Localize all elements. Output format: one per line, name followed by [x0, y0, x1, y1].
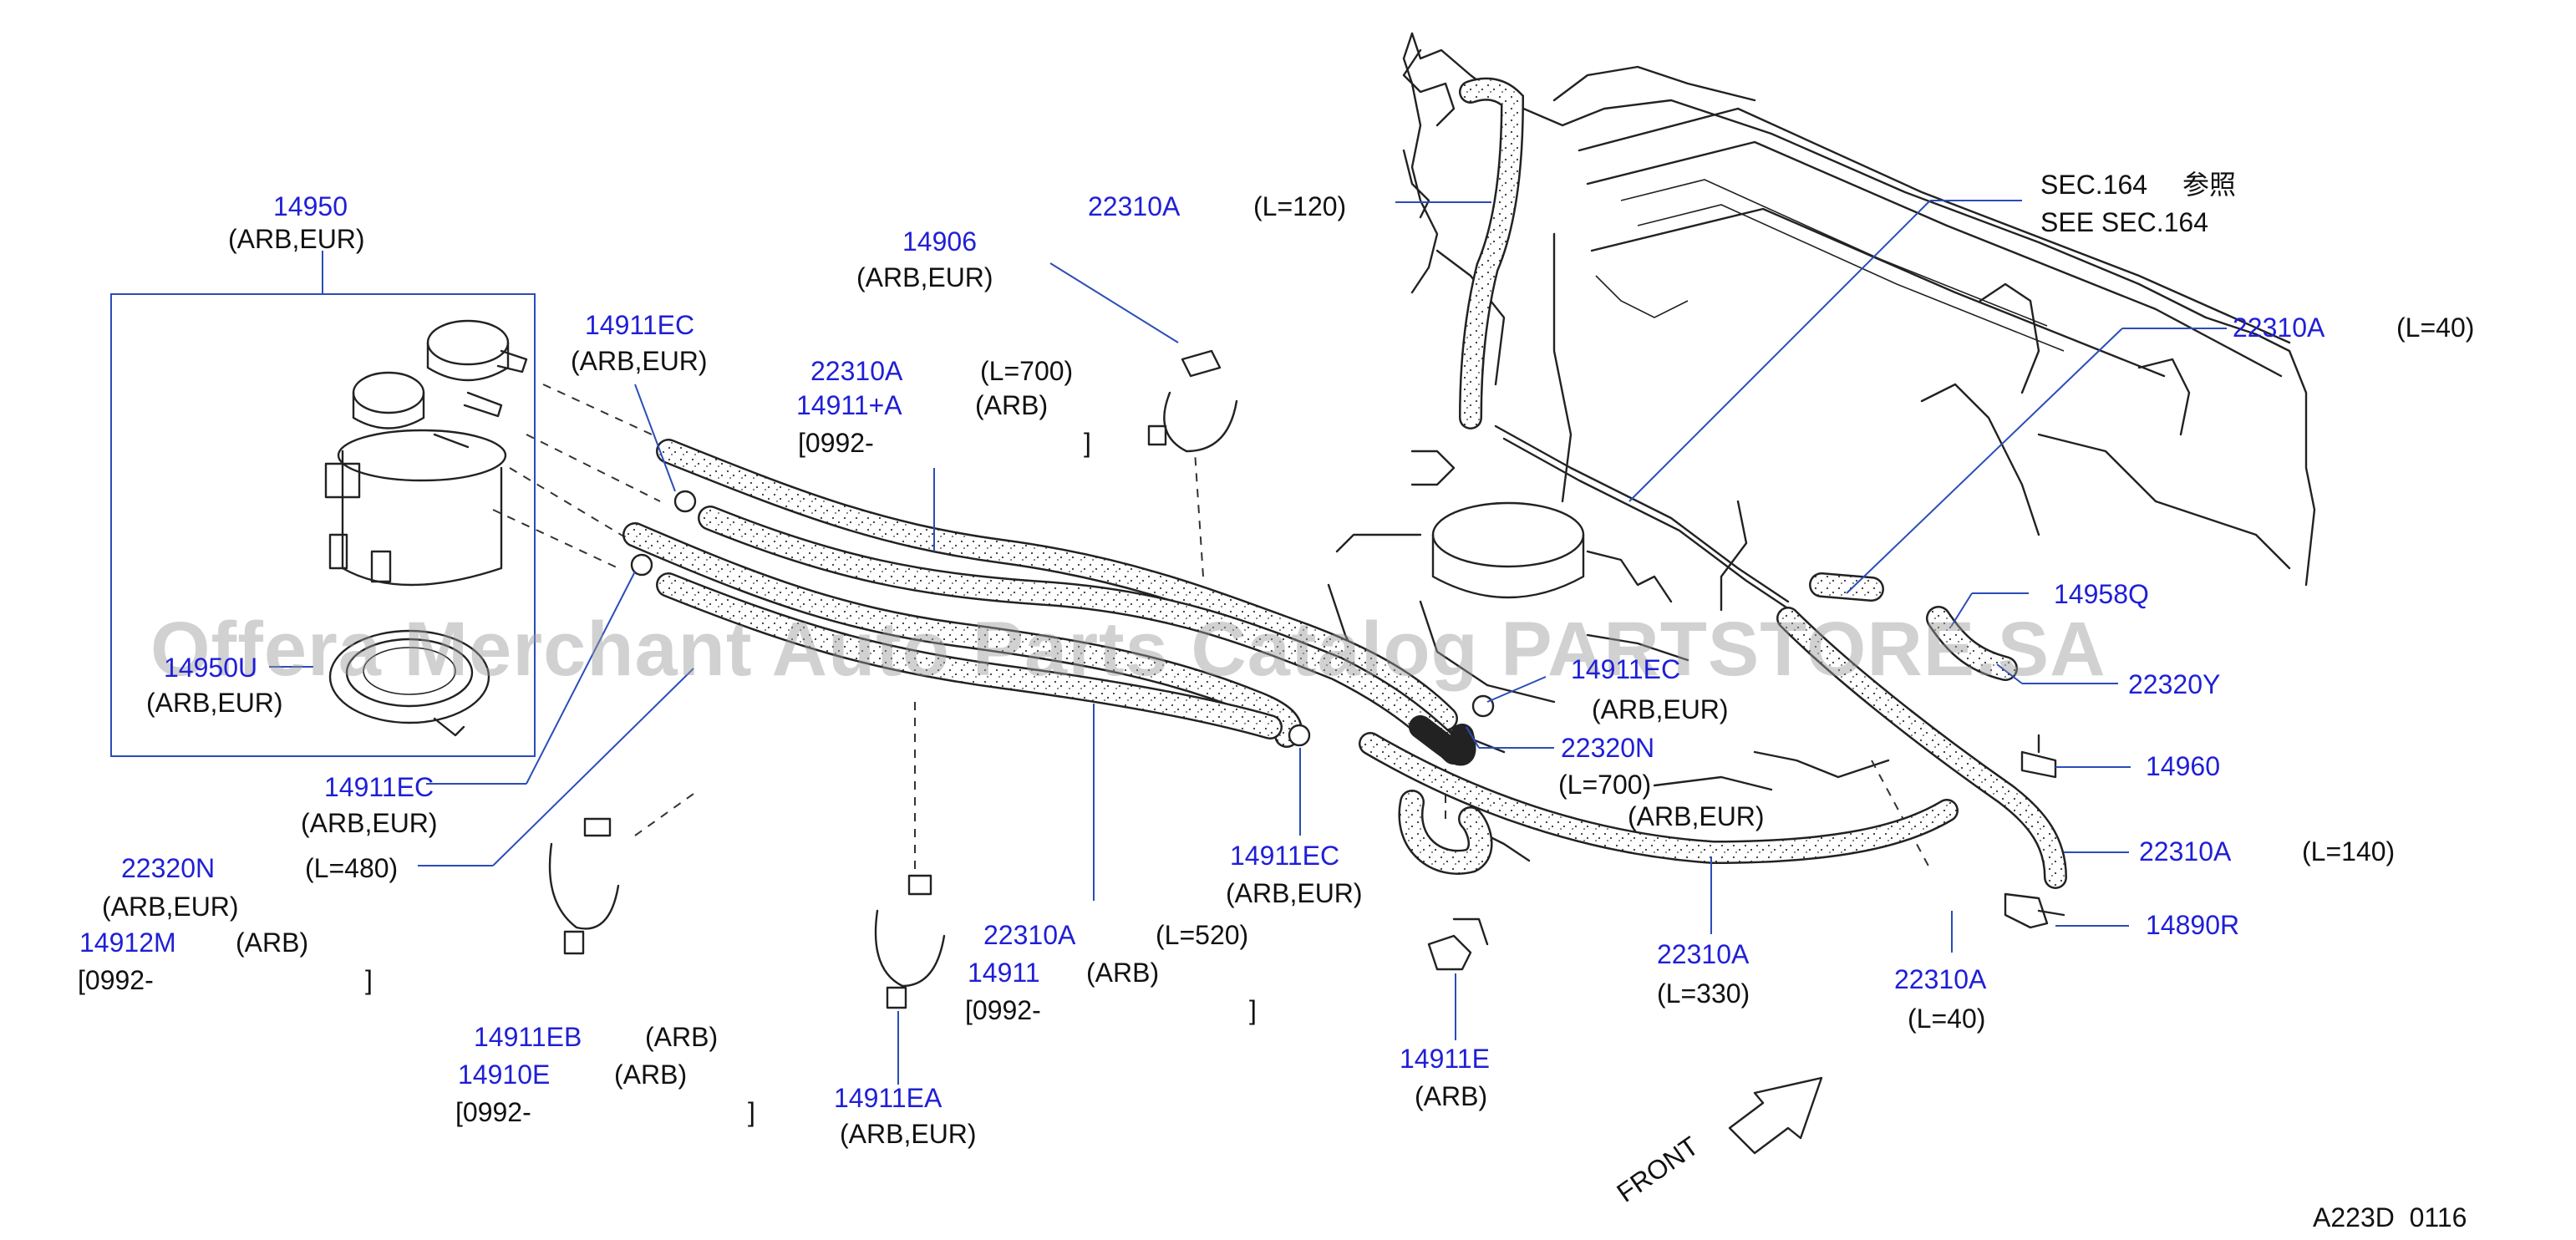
part-number-14911: 14911 — [968, 958, 1040, 988]
diagram-code: A223D 0116 — [2313, 1202, 2467, 1232]
part-length-22310a-l40-bottom: (L=40) — [1908, 1004, 1985, 1034]
part-labels: 14950 (ARB,EUR) 14950U (ARB,EUR) 14911EC… — [78, 170, 2474, 1232]
part-length-22320n-mid: (L=700) — [1558, 770, 1651, 800]
part-number-14950u: 14950U — [164, 653, 257, 683]
date-bracket-14912m: ] — [365, 965, 373, 995]
part-number-22310a-l330: 22310A — [1657, 939, 1750, 969]
watermark: Offera Merchant Auto Parts Catalog PARTS… — [150, 607, 2106, 692]
part-number-14911ec-d: 14911EC — [324, 772, 434, 802]
section-ref-kanji: 参照 — [2182, 170, 2236, 200]
hose-bundle — [622, 439, 2067, 889]
front-label: FRONT — [1611, 1131, 1704, 1208]
part-number-14911ec-b: 14911EC — [1571, 654, 1680, 684]
part-number-14960: 14960 — [2146, 751, 2220, 781]
part-number-14950: 14950 — [273, 191, 348, 221]
front-arrow: FRONT — [1611, 1076, 1823, 1208]
part-number-14910e: 14910E — [458, 1060, 550, 1090]
part-apply-14911a: (ARB) — [975, 390, 1048, 420]
part-apply-14911: (ARB) — [1086, 958, 1159, 988]
leader-lines — [269, 200, 2227, 1085]
date-14912m: [0992- — [78, 965, 154, 995]
part-length-22310a-l520: (L=520) — [1156, 920, 1248, 950]
part-number-22310a-l520: 22310A — [983, 920, 1076, 950]
part-length-22320n-left: (L=480) — [305, 853, 398, 883]
part-apply-14911e: (ARB) — [1415, 1081, 1487, 1111]
part-number-22310a-l700: 22310A — [810, 356, 903, 386]
part-number-14911ec-c: 14911EC — [1230, 841, 1339, 871]
part-apply-14911ec-d: (ARB,EUR) — [301, 808, 438, 838]
part-length-22310a-l40-top: (L=40) — [2396, 313, 2474, 343]
section-ref-jp: SEC.164 — [2040, 170, 2147, 200]
part-number-22310a-l140: 22310A — [2139, 836, 2232, 866]
hose-22310a-l120 — [1459, 77, 1525, 429]
part-apply-14906: (ARB,EUR) — [856, 262, 993, 292]
engine-block-drawing — [1327, 32, 2316, 862]
part-number-14911e: 14911E — [1400, 1044, 1490, 1074]
part-number-14911eb: 14911EB — [474, 1022, 582, 1052]
part-apply-14950: (ARB,EUR) — [228, 224, 365, 254]
part-apply-22320n-mid: (ARB,EUR) — [1628, 801, 1765, 831]
part-apply-22320n-left: (ARB,EUR) — [102, 892, 239, 922]
part-number-22320n-left: 22320N — [121, 853, 215, 883]
part-apply-14911ea: (ARB,EUR) — [840, 1119, 977, 1149]
part-apply-14911eb: (ARB) — [645, 1022, 718, 1052]
part-number-14906: 14906 — [902, 226, 977, 257]
part-length-22310a-l120: (L=120) — [1253, 191, 1346, 221]
date-14911: [0992- — [965, 995, 1041, 1025]
date-14910e: [0992- — [455, 1097, 531, 1127]
part-apply-14911ec-c: (ARB,EUR) — [1226, 878, 1363, 908]
part-length-22310a-l140: (L=140) — [2302, 836, 2395, 866]
part-length-22310a-l700: (L=700) — [980, 356, 1073, 386]
part-apply-14950u: (ARB,EUR) — [146, 688, 283, 718]
part-apply-14910e: (ARB) — [614, 1060, 687, 1090]
part-number-14911ec-a: 14911EC — [585, 310, 694, 340]
part-apply-14911ec-a: (ARB,EUR) — [571, 346, 708, 376]
part-number-14958q: 14958Q — [2054, 579, 2149, 609]
metal-pipe — [1494, 424, 1798, 616]
part-number-14890r: 14890R — [2146, 910, 2239, 940]
section-ref-en: SEE SEC.164 — [2040, 207, 2208, 237]
part-number-14911ea: 14911EA — [834, 1083, 943, 1113]
date-14911a: [0992- — [798, 428, 874, 458]
part-apply-14912m: (ARB) — [236, 927, 308, 958]
part-number-14912m: 14912M — [79, 927, 176, 958]
assembly-lines — [492, 384, 1931, 870]
part-number-22320y: 22320Y — [2128, 669, 2220, 699]
part-number-14911a: 14911+A — [796, 390, 902, 420]
part-length-22310a-l330: (L=330) — [1657, 978, 1750, 1009]
part-number-22310a-l120: 22310A — [1088, 191, 1181, 221]
part-number-22320n-mid: 22320N — [1561, 733, 1654, 763]
date-bracket-14911: ] — [1249, 995, 1257, 1025]
part-number-22310a-l40-top: 22310A — [2233, 313, 2325, 343]
part-apply-14911ec-b: (ARB,EUR) — [1592, 694, 1729, 724]
part-number-22310a-l40-bottom: 22310A — [1894, 964, 1987, 994]
canister-box — [110, 293, 536, 757]
date-bracket-14911a: ] — [1084, 428, 1091, 458]
clips-and-fittings — [548, 349, 2065, 1009]
date-bracket-14910e: ] — [748, 1097, 755, 1127]
